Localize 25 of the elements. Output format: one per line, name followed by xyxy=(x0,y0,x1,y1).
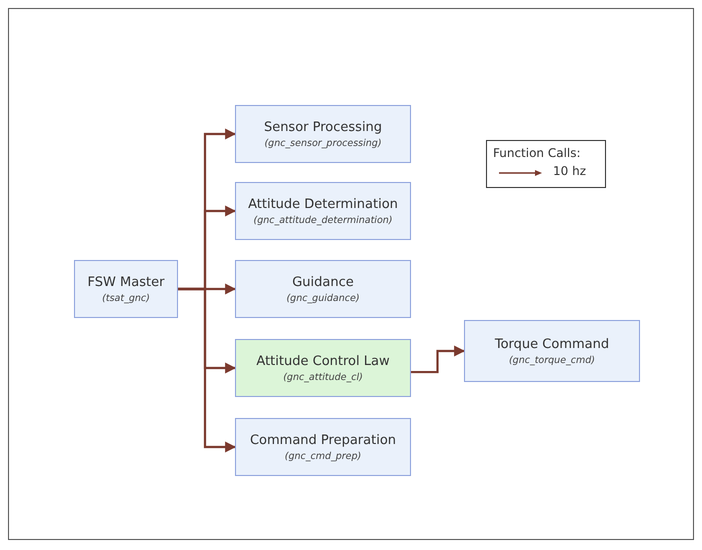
function-name: (gnc_cmd_prep) xyxy=(284,450,362,462)
function-name: (gnc_attitude_cl) xyxy=(283,372,363,382)
function-name: (gnc_torque_cmd) xyxy=(508,354,596,366)
process-box xyxy=(235,339,411,397)
function-name: (gnc_guidance) xyxy=(286,292,360,304)
legend-title: Function Calls: xyxy=(493,146,581,160)
node-title: Command Preparation xyxy=(250,432,396,448)
function-name: (gnc_sensor_processing) xyxy=(264,138,382,148)
arrow xyxy=(178,288,236,452)
process-box xyxy=(235,182,411,240)
node-title: Attitude Control Law xyxy=(256,354,390,368)
process-box xyxy=(464,320,640,382)
function-name: (gnc_attitude_determination) xyxy=(253,214,392,226)
function-name: (tsat_gnc) xyxy=(102,292,150,304)
process-box xyxy=(74,260,178,318)
legend-text: 10 hz xyxy=(553,164,586,178)
node-title: FSW Master xyxy=(88,274,164,290)
node-title: Torque Command xyxy=(494,336,610,352)
node-title: Attitude Determination xyxy=(248,196,398,212)
arrow xyxy=(411,346,466,374)
node-title: Sensor Processing xyxy=(264,120,382,134)
process-box xyxy=(235,105,411,163)
process-box xyxy=(235,418,411,476)
node-title: Guidance xyxy=(292,274,354,290)
process-box xyxy=(235,260,411,318)
